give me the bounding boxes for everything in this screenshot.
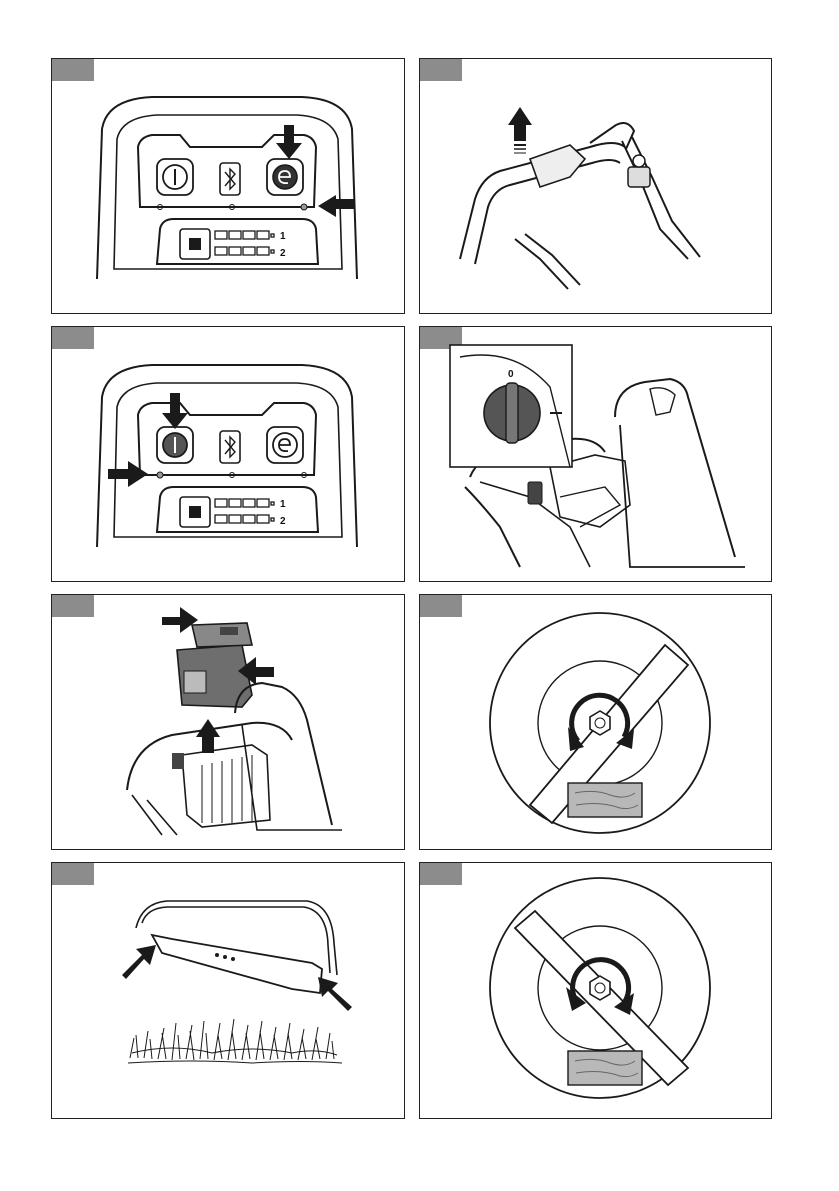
- figure-panel-1: 1 2: [51, 58, 405, 314]
- arrow-up-right-icon: [122, 945, 156, 979]
- figure-panel-8: [419, 862, 772, 1119]
- control-lever: [530, 145, 585, 187]
- figure-panel-4: 0: [419, 326, 772, 582]
- battery-level-bars: [215, 499, 274, 523]
- arrow-up-icon: [508, 107, 532, 141]
- battery-level-bars: [215, 231, 274, 255]
- battery-slot-2-label: 2: [280, 516, 286, 527]
- arrow-down-icon: [162, 393, 188, 429]
- battery-slot-1-label: 1: [280, 231, 286, 242]
- blade-nut-icon: [590, 711, 610, 735]
- figure-panel-5: [51, 594, 405, 850]
- battery-slot-1-label: 1: [280, 499, 286, 510]
- arrow-left-icon: [318, 195, 354, 217]
- figure-panel-2: [419, 58, 772, 314]
- arrow-down-icon: [276, 125, 302, 159]
- blade-loosen-illustration: [420, 595, 772, 850]
- arrow-up-icon: [196, 719, 220, 753]
- blade-mounting-illustration: [52, 863, 405, 1119]
- control-panel-illustration: 1 2: [52, 59, 405, 314]
- key-off-label: 0: [508, 369, 514, 380]
- key-switch-illustration: 0: [420, 327, 772, 582]
- control-panel-illustration: 1 2: [52, 327, 405, 582]
- grass-illustration: [128, 1019, 342, 1063]
- battery-removal-illustration: [52, 595, 405, 850]
- wood-block-icon: [568, 783, 642, 817]
- battery-slot-2-label: 2: [280, 248, 286, 259]
- handle-illustration: [420, 59, 772, 314]
- key-icon: [528, 482, 542, 504]
- figure-panel-7: [51, 862, 405, 1119]
- arrow-up-left-icon: [318, 977, 352, 1011]
- wood-block-icon: [568, 1051, 642, 1085]
- figure-panel-6: [419, 594, 772, 850]
- arrow-right-icon: [108, 461, 148, 487]
- mower-blade: [152, 935, 322, 993]
- blade-tighten-illustration: [420, 863, 772, 1119]
- blade-nut-icon: [590, 976, 610, 1000]
- figure-panel-3: 1 2: [51, 326, 405, 582]
